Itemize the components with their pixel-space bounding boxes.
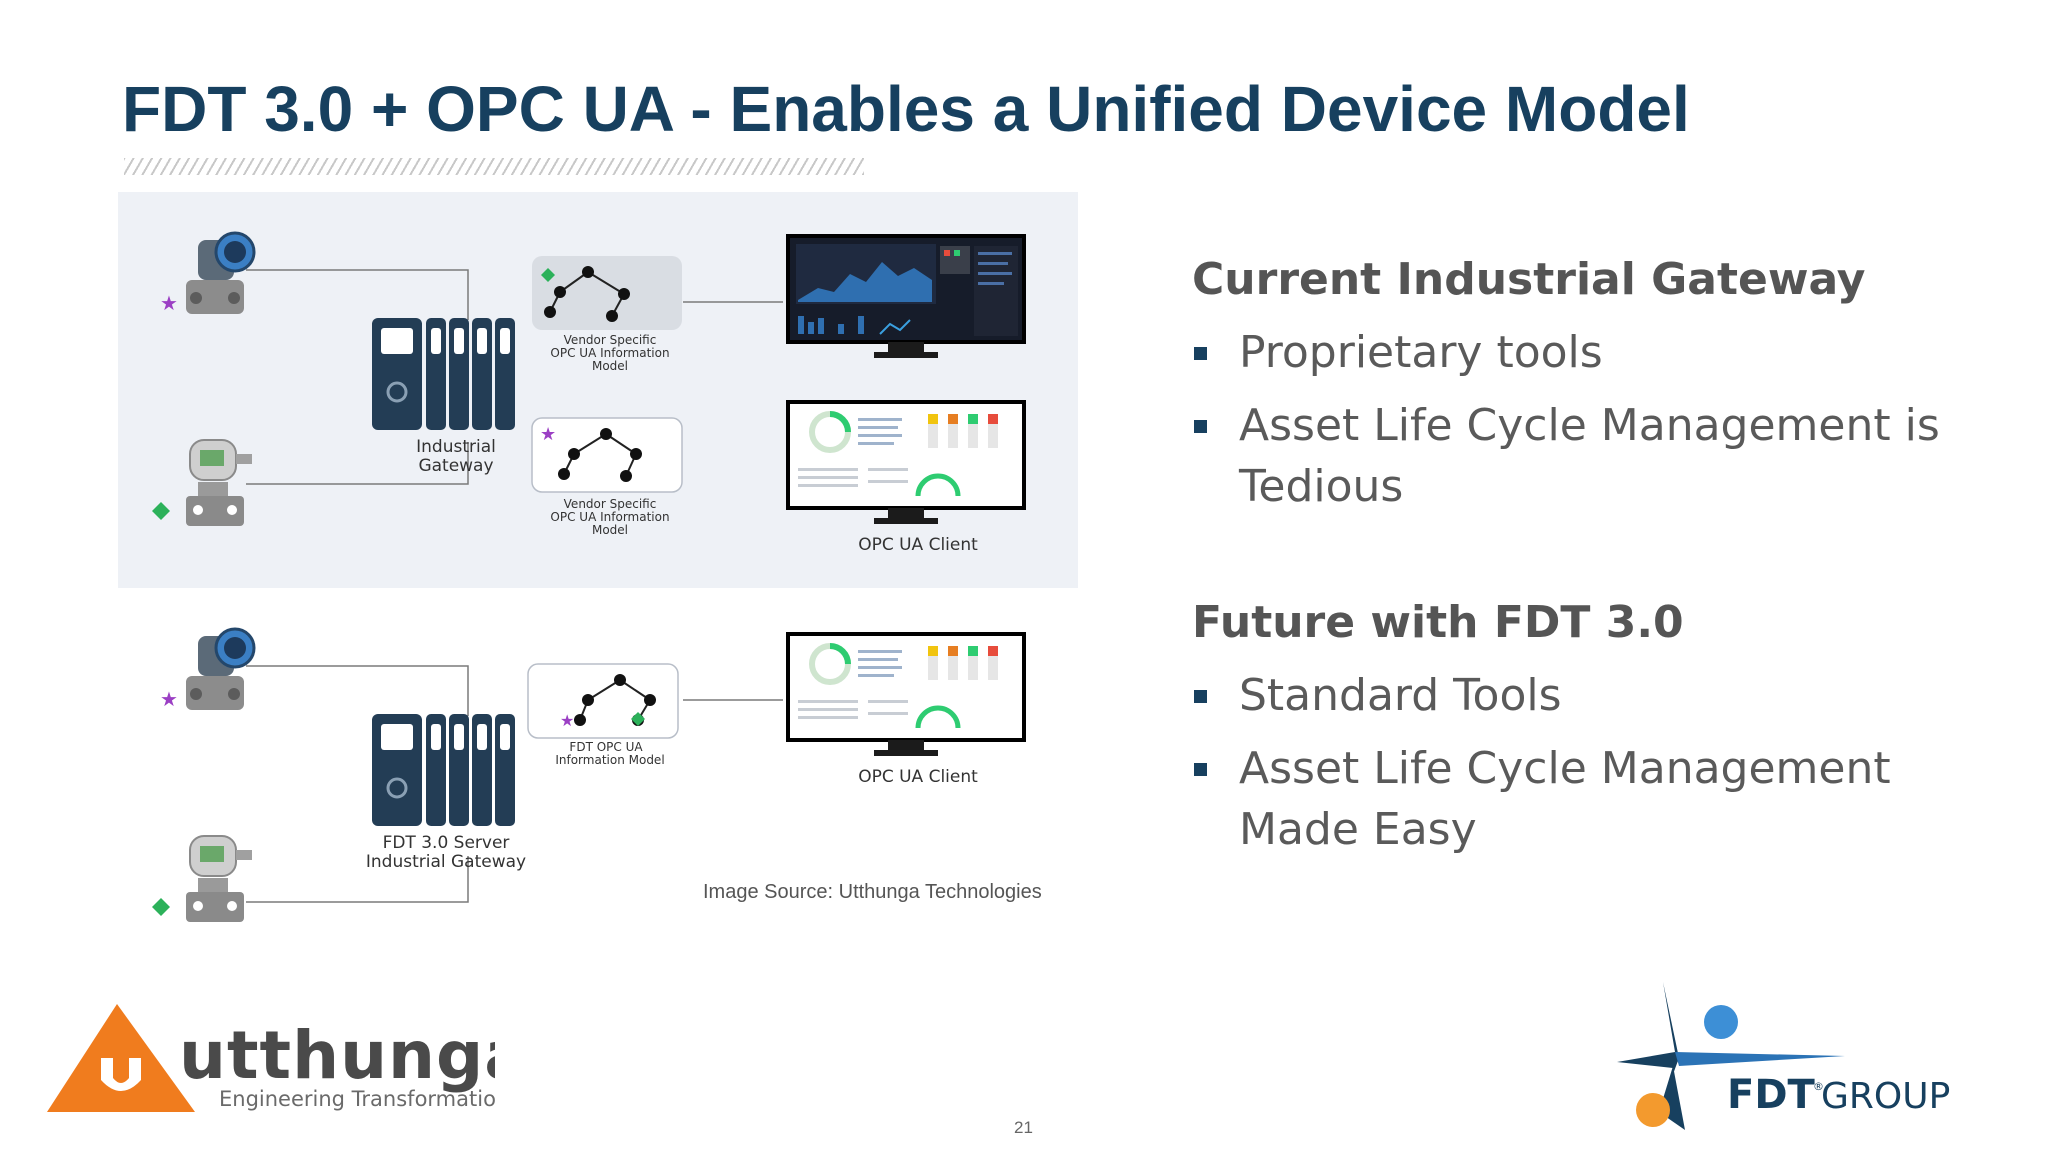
- bullet-text-cont: Tedious: [1239, 461, 1404, 512]
- content-column: Current Industrial Gateway Proprietary t…: [1192, 250, 2012, 860]
- fdt-model-label-2: Information Model: [555, 753, 664, 767]
- section-heading: Current Industrial Gateway: [1192, 254, 1866, 305]
- vendor-model-a: [532, 256, 682, 330]
- dashboard-monitor-dark: [786, 234, 1026, 358]
- fdt-gateway-label-1: FDT 3.0 Server: [383, 833, 510, 853]
- fdt-wordmark: FDT: [1727, 1072, 1816, 1118]
- vendor-model-b: ★: [531, 417, 683, 493]
- bullet-text: Standard Tools: [1239, 670, 1562, 721]
- opc-ua-client-label-top: OPC UA Client: [858, 535, 978, 555]
- fdt-opc-ua-model: ★: [527, 663, 679, 739]
- blue-transmitter-device-bottom: [186, 627, 256, 710]
- grey-transmitter-device-top: [186, 439, 252, 526]
- vendor-model-a-label-3: Model: [592, 359, 628, 373]
- vendor-model-b-label-1: Vendor Specific: [564, 497, 657, 511]
- section-heading: Future with FDT 3.0: [1192, 597, 1684, 648]
- vendor-model-b-label-2: OPC UA Information: [550, 510, 669, 524]
- star-icon: ★: [160, 689, 178, 711]
- bullet-square-icon: [1194, 347, 1207, 360]
- utthunga-tagline: Engineering Transformation: [219, 1087, 495, 1111]
- bullet-square-icon: [1194, 420, 1207, 433]
- bullet-text: Asset Life Cycle Management is: [1239, 400, 1940, 451]
- blue-transmitter-device-top: [186, 231, 256, 314]
- fdt-group-word: GROUP: [1821, 1076, 1950, 1117]
- industrial-gateway-top: [372, 318, 515, 430]
- diamond-icon: [152, 898, 170, 916]
- utthunga-logo: utthunga Engineering Transformation: [47, 1004, 495, 1112]
- svg-text:★: ★: [560, 713, 574, 730]
- bullet-square-icon: [1194, 690, 1207, 703]
- slide-title: FDT 3.0 + OPC UA - Enables a Unified Dev…: [122, 73, 1690, 145]
- gateway-label-top-2: Gateway: [418, 456, 493, 476]
- fdt-gateway-label-2: Industrial Gateway: [366, 852, 526, 872]
- opc-ua-client-monitor-top: [786, 400, 1026, 524]
- fdt-model-label-1: FDT OPC UA: [569, 740, 643, 754]
- fdt-server-gateway: [372, 714, 515, 826]
- top-connection-lines: [246, 269, 783, 485]
- image-source-caption: Image Source: Utthunga Technologies: [703, 881, 1042, 903]
- section-future: Future with FDT 3.0 Standard Tools Asset…: [1192, 593, 2012, 860]
- svg-text:★: ★: [540, 424, 556, 444]
- fdt-group-logo: FDT ® GROUP: [1617, 982, 1950, 1130]
- opc-ua-client-label-bottom: OPC UA Client: [858, 767, 978, 787]
- grey-transmitter-device-bottom: [186, 835, 252, 922]
- gateway-label-top-1: Industrial: [416, 437, 496, 457]
- bullet-list: Proprietary tools Asset Life Cycle Manag…: [1192, 322, 2012, 517]
- diamond-icon: [152, 502, 170, 520]
- fdt-registered-mark: ®: [1813, 1080, 1824, 1093]
- page-number: 21: [1014, 1118, 1033, 1137]
- bullet-text-cont: Made Easy: [1239, 804, 1477, 855]
- bullet-item: Asset Life Cycle Management is Tedious: [1192, 395, 2012, 517]
- vendor-model-a-label-1: Vendor Specific: [564, 333, 657, 347]
- bullet-list: Standard Tools Asset Life Cycle Manageme…: [1192, 665, 2012, 860]
- vendor-model-b-label-3: Model: [592, 523, 628, 537]
- bullet-text: Proprietary tools: [1239, 327, 1603, 378]
- bullet-item: Standard Tools: [1192, 665, 2012, 726]
- section-current: Current Industrial Gateway Proprietary t…: [1192, 250, 2012, 517]
- bullet-text: Asset Life Cycle Management: [1239, 743, 1891, 794]
- opc-ua-client-monitor-bottom: [786, 632, 1026, 756]
- bottom-connection-lines: [246, 665, 783, 903]
- star-icon: ★: [160, 293, 178, 315]
- bullet-item: Proprietary tools: [1192, 322, 2012, 383]
- title-underline-hatch: [124, 158, 864, 175]
- bullet-square-icon: [1194, 763, 1207, 776]
- gateway-diagram: ★ Industrial Gateway Vendor: [118, 192, 1078, 922]
- vendor-model-a-label-2: OPC UA Information: [550, 346, 669, 360]
- utthunga-wordmark: utthunga: [179, 1017, 495, 1094]
